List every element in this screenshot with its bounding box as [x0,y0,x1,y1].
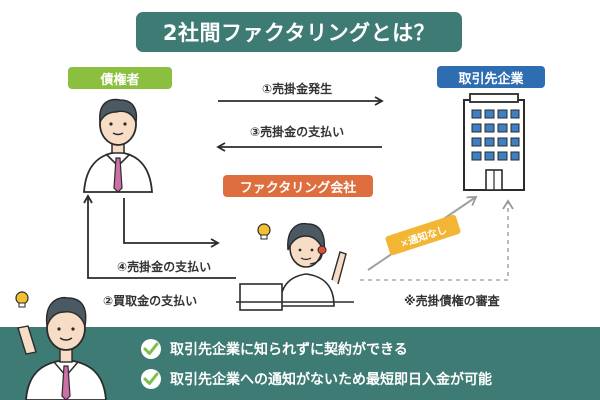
factoring-label-box: ファクタリング会社 [223,175,373,197]
factoring-label: ファクタリング会社 [239,180,357,196]
business-label: 取引先企業 [458,71,524,87]
check-icon [141,339,161,359]
title-banner: 2社間ファクタリングとは？ [136,12,462,52]
flow-label-step4: ④売掛金の支払い [117,260,212,274]
creditor-label: 債権者 [100,72,140,88]
lightbulb-icon [15,291,29,308]
arrow-step4 [123,198,220,248]
creditor-label-box: 債権者 [68,67,172,89]
business-label-box: 取引先企業 [437,66,545,88]
check-icon [141,369,161,389]
lightbulb-icon [257,223,271,240]
arrow-step2 [83,194,236,279]
benefit-text: 取引先企業に知られずに契約ができる [170,342,408,358]
benefit-text: 取引先企業への通知がないため最短即日入金が可能 [170,372,492,388]
building-illustration [463,93,525,191]
benefit-row-1: 取引先企業に知られずに契約ができる [140,338,408,360]
page-title: 2社間ファクタリングとは？ [162,21,436,45]
creditor-person-illustration [83,98,153,193]
flow-label-step3: ③売掛金の支払い [250,125,345,139]
operator-illustration [236,222,354,311]
flow-label-step2: ②買取金の支払い [103,294,198,308]
benefit-row-2: 取引先企業への通知がないため最短即日入金が可能 [140,368,492,390]
flow-label-step1: ①売掛金発生 [262,82,333,96]
presenter-person-illustration [15,291,107,400]
arrow-review [360,199,514,281]
review-note: ※売掛債権の審査 [404,294,500,308]
